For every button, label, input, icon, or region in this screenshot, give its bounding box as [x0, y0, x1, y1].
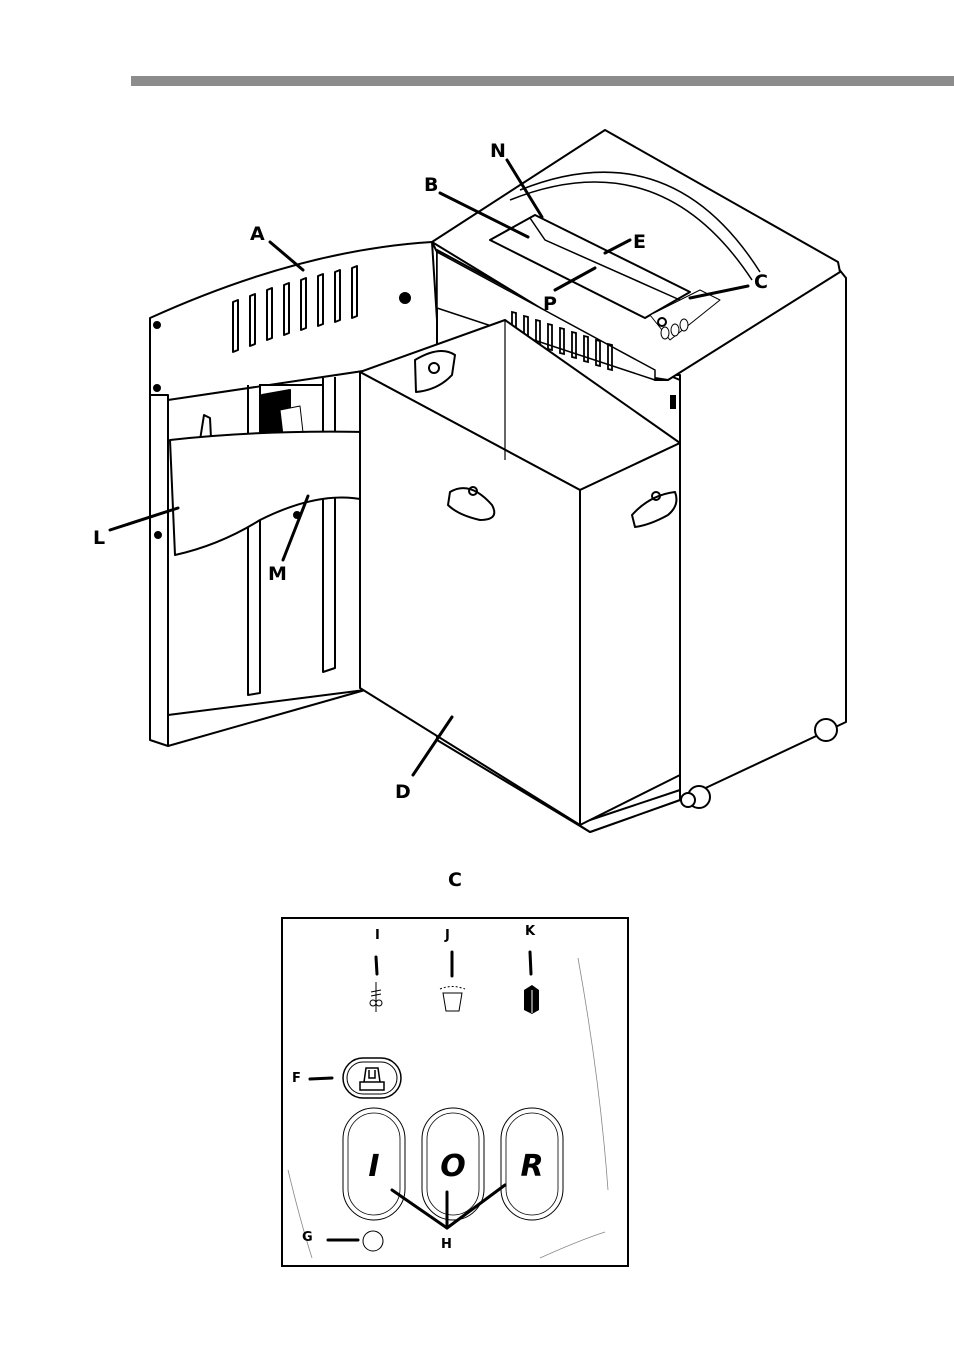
on-button-label: I	[368, 1149, 379, 1184]
callout-f: F	[292, 1071, 301, 1086]
panel-title: C	[448, 869, 462, 891]
power-indicator-icon	[363, 1231, 383, 1251]
callout-l: L	[93, 527, 105, 549]
callout-h: H	[441, 1237, 452, 1252]
callout-i: I	[375, 928, 380, 943]
reverse-button[interactable]: R	[501, 1108, 563, 1220]
on-button[interactable]: I	[343, 1108, 405, 1220]
callout-m: M	[268, 563, 287, 585]
door-open-icon	[524, 985, 539, 1014]
off-button-label: O	[440, 1149, 466, 1184]
callout-p: P	[543, 293, 557, 315]
callout-k: K	[525, 924, 536, 939]
callout-g: G	[302, 1230, 313, 1245]
callout-e: E	[633, 231, 646, 253]
callout-d: D	[395, 781, 411, 803]
reverse-button-label: R	[520, 1149, 543, 1184]
forward-button[interactable]	[343, 1058, 401, 1098]
callout-a: A	[250, 223, 265, 245]
callout-j: J	[444, 928, 450, 943]
callout-c: C	[754, 271, 768, 293]
callout-b: B	[424, 174, 438, 196]
callout-n: N	[490, 140, 506, 162]
caster-wheel-icon	[815, 719, 837, 741]
control-panel-detail: I O R I J K F G H	[282, 918, 628, 1266]
off-button[interactable]: O	[422, 1108, 484, 1220]
side-indicator	[670, 395, 676, 409]
